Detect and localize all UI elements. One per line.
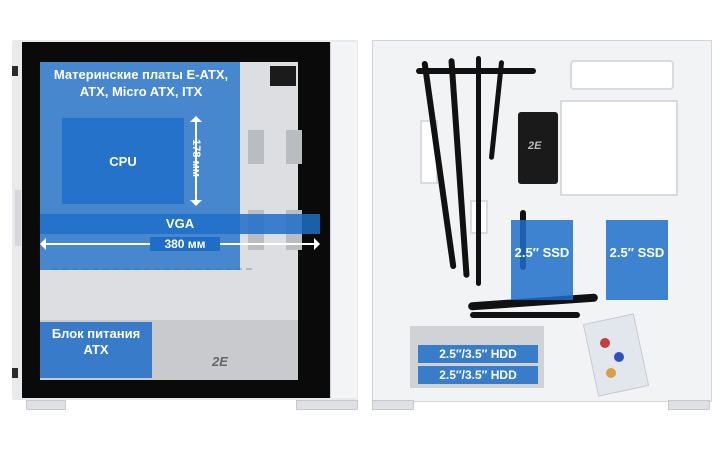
bag-item [614,352,624,362]
case-foot [668,400,710,410]
ssd-area-1 [511,220,573,300]
cooler-height-arrow [195,118,197,204]
ssd-area-2 [606,220,668,300]
vga-label: VGA [165,216,195,231]
fan-hub [518,112,558,184]
bag-item [606,368,616,378]
arrow-up-icon [190,116,202,122]
case-foot-marker [12,368,18,378]
arrow-left-icon [40,238,46,250]
hdd-area-1 [418,345,538,363]
case-foot [26,400,66,410]
ssd-label-1: 2.5″ SSD [514,245,570,260]
front-io-strip [15,190,21,246]
case-left-front-edge [330,42,357,398]
vga-length-label: 380 мм [150,237,220,251]
cooler-height-label: 178 мм [190,139,202,177]
hub-logo: 2E [528,140,542,152]
expansion-slot-area [52,268,252,310]
cable-bundle [476,56,481,286]
hdd-label-1: 2.5″/3.5″ HDD [439,347,517,361]
top-cutout [570,60,674,90]
ssd-label-2: 2.5″ SSD [609,245,665,260]
grommet-slot [286,130,302,164]
cable-bundle [470,312,580,318]
case-foot [372,400,414,410]
bag-item [600,338,610,348]
psu-area [40,322,152,378]
brand-logo: 2E [212,354,228,369]
psu-label: Блок питания ATX [51,326,141,357]
fan-mount-top [270,66,296,86]
case-foot [296,400,358,410]
arrow-down-icon [190,200,202,206]
cpu-area [62,118,184,204]
hdd-area-2 [418,366,538,384]
cpu-label: CPU [109,154,137,169]
case-foot-marker [12,66,18,76]
motherboard-label: Материнские платы E-ATX, ATX, Micro ATX,… [53,67,229,99]
cable-bundle [416,68,536,74]
vga-area [40,214,320,234]
grommet-slot [248,130,264,164]
hdd-label-2: 2.5″/3.5″ HDD [439,368,517,382]
arrow-right-icon [314,238,320,250]
cpu-cutout [560,100,678,196]
